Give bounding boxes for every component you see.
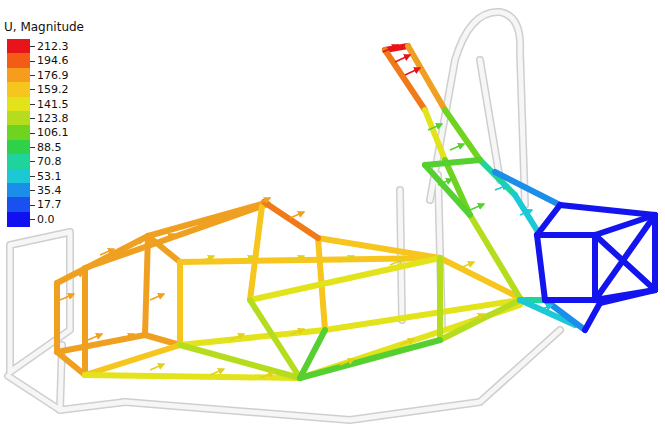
tick-mark <box>30 104 35 105</box>
legend-entry: 53.1 <box>0 169 110 184</box>
legend-entry: 194.6 <box>0 53 110 68</box>
undeformed-frame <box>8 12 560 420</box>
color-swatch <box>7 111 30 126</box>
tick-mark <box>30 133 35 134</box>
legend-value: 70.8 <box>37 154 62 169</box>
tick-mark <box>30 161 35 162</box>
legend-entry: 176.9 <box>0 68 110 83</box>
tick-mark <box>30 89 35 90</box>
legend-entry: 35.4 <box>0 183 110 198</box>
legend-heading: U, Magnitude <box>4 20 84 34</box>
color-swatch <box>7 140 30 155</box>
color-swatch <box>7 68 30 83</box>
tick-mark <box>30 190 35 191</box>
legend-value: 88.5 <box>37 140 62 155</box>
tick-mark <box>30 46 35 47</box>
legend-entry: 70.8 <box>0 154 110 169</box>
legend-value: 141.5 <box>37 97 69 112</box>
legend-value: 159.2 <box>37 82 69 97</box>
color-swatch <box>7 125 30 140</box>
legend-entry: 212.3 <box>0 39 110 54</box>
color-swatch <box>7 212 30 227</box>
legend-value: 17.7 <box>37 197 62 212</box>
legend-value: 35.4 <box>37 183 62 198</box>
legend-entry: 141.5 <box>0 97 110 112</box>
tick-mark <box>30 205 35 206</box>
color-swatch <box>7 39 30 54</box>
tick-mark <box>30 118 35 119</box>
color-swatch <box>7 169 30 184</box>
tick-mark <box>30 219 35 220</box>
color-swatch <box>7 53 30 68</box>
color-swatch <box>7 197 30 212</box>
legend-entry: 0.0 <box>0 212 110 227</box>
legend-value: 106.1 <box>37 125 69 140</box>
legend-value: 123.8 <box>37 111 69 126</box>
color-swatch <box>7 82 30 97</box>
legend-entry: 159.2 <box>0 82 110 97</box>
tick-mark <box>30 176 35 177</box>
tick-mark <box>30 75 35 76</box>
legend-entry: 88.5 <box>0 140 110 155</box>
legend-value: 212.3 <box>37 39 69 54</box>
legend-entry: 106.1 <box>0 125 110 140</box>
color-swatch <box>7 183 30 198</box>
tick-mark <box>30 147 35 148</box>
color-legend: U, Magnitude 212.3194.6176.9159.2141.5123… <box>0 0 120 240</box>
legend-value: 0.0 <box>37 212 55 227</box>
legend-value: 194.6 <box>37 53 69 68</box>
color-swatch <box>7 154 30 169</box>
legend-value: 176.9 <box>37 68 69 83</box>
legend-value: 53.1 <box>37 169 62 184</box>
deformed-frame <box>57 46 655 378</box>
tick-mark <box>30 61 35 62</box>
legend-entry: 17.7 <box>0 197 110 212</box>
legend-entry: 123.8 <box>0 111 110 126</box>
displacement-arrows <box>60 45 552 378</box>
color-swatch <box>7 97 30 112</box>
